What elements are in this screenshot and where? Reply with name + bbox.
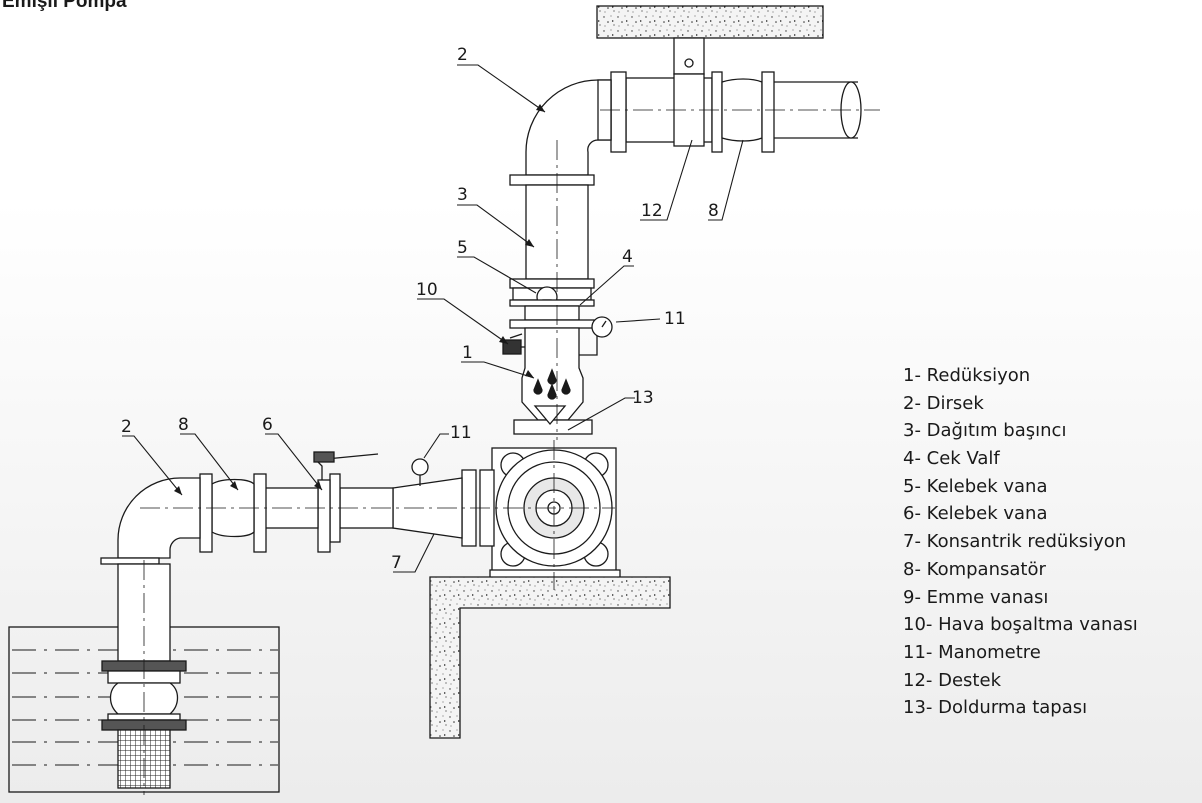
legend-item: 2- Dirsek (903, 392, 984, 414)
page-title: Emişli Pompa (2, 0, 127, 12)
legend-item: 7- Konsantrik redüksiyon (903, 531, 1127, 553)
callout-5: 5 (457, 238, 468, 258)
legend-item: 8- Kompansatör (903, 558, 1046, 580)
elbow-top (525, 79, 612, 176)
legend-item: 1- Redüksiyon (903, 365, 1031, 386)
legend-item: 6- Kelebek vana (903, 503, 1048, 525)
legend-item: 10- Hava boşaltma vanası (903, 614, 1138, 636)
callout-13: 13 (632, 388, 654, 408)
legend-item: 4- Cek Valf (903, 448, 1000, 470)
foundation (429, 576, 671, 739)
callout-12: 12 (641, 201, 663, 221)
callout-7: 7 (391, 553, 402, 573)
callout-11-top: 11 (664, 309, 686, 329)
legend: 1- Redüksiyon 2- Dirsek 3- Dağıtım başın… (903, 362, 1138, 722)
butterfly-valve-side (317, 479, 331, 553)
callout-4: 4 (622, 247, 633, 267)
legend-item: 3- Dağıtım başıncı (903, 420, 1067, 442)
check-valve (524, 305, 580, 321)
manometer-side (411, 458, 429, 476)
callout-8-left: 8 (178, 415, 189, 435)
callout-6: 6 (262, 415, 273, 435)
callout-10: 10 (416, 280, 438, 300)
callout-11-left: 11 (450, 423, 472, 443)
legend-item: 11- Manometre (903, 641, 1041, 663)
callout-2-left: 2 (121, 417, 132, 437)
callout-2-top: 2 (457, 45, 468, 65)
callout-1: 1 (462, 343, 473, 363)
legend-item: 12- Destek (903, 669, 1001, 691)
ceiling-slab (596, 5, 824, 39)
support-hanger (673, 37, 705, 75)
callout-8-top: 8 (708, 201, 719, 221)
callout-3: 3 (457, 185, 468, 205)
legend-item: 5- Kelebek vana (903, 475, 1048, 497)
legend-item: 9- Emme vanası (903, 586, 1049, 608)
elbow-left (117, 477, 201, 559)
legend-item: 13- Doldurma tapası (903, 697, 1088, 719)
